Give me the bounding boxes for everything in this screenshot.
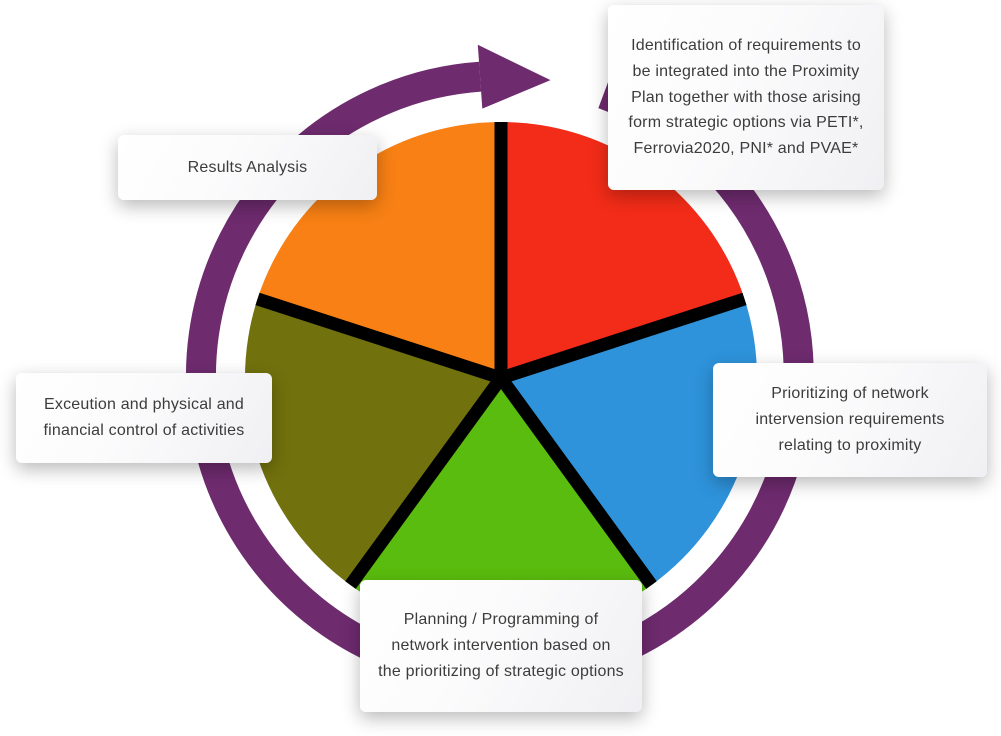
divider-upper-left	[255, 292, 504, 385]
wedge-prioritizing	[501, 298, 758, 586]
label-planning-text: Planning / Programming of network interv…	[378, 611, 624, 680]
divider-upper-right	[498, 292, 747, 385]
label-execution-text: Exceution and physical and financial con…	[43, 396, 245, 439]
label-identification-text: Identification of requirements to be int…	[628, 36, 864, 158]
cycle-arrowhead-icon	[477, 44, 551, 109]
label-results-text: Results Analysis	[187, 158, 308, 176]
wedge-dividers	[255, 122, 747, 589]
wedge-planning	[350, 378, 652, 635]
divider-lower-left	[345, 374, 507, 589]
divider-lower-right	[495, 374, 657, 589]
wedge-execution	[244, 298, 502, 586]
label-card-execution: Exceution and physical and financial con…	[16, 373, 272, 463]
label-card-results: Results Analysis	[118, 135, 377, 200]
label-card-planning: Planning / Programming of network interv…	[360, 580, 642, 712]
label-card-prioritizing: Prioritizing of network intervension req…	[713, 363, 987, 477]
label-prioritizing-text: Prioritizing of network intervension req…	[755, 385, 945, 454]
label-card-identification: Identification of requirements to be int…	[608, 5, 884, 190]
